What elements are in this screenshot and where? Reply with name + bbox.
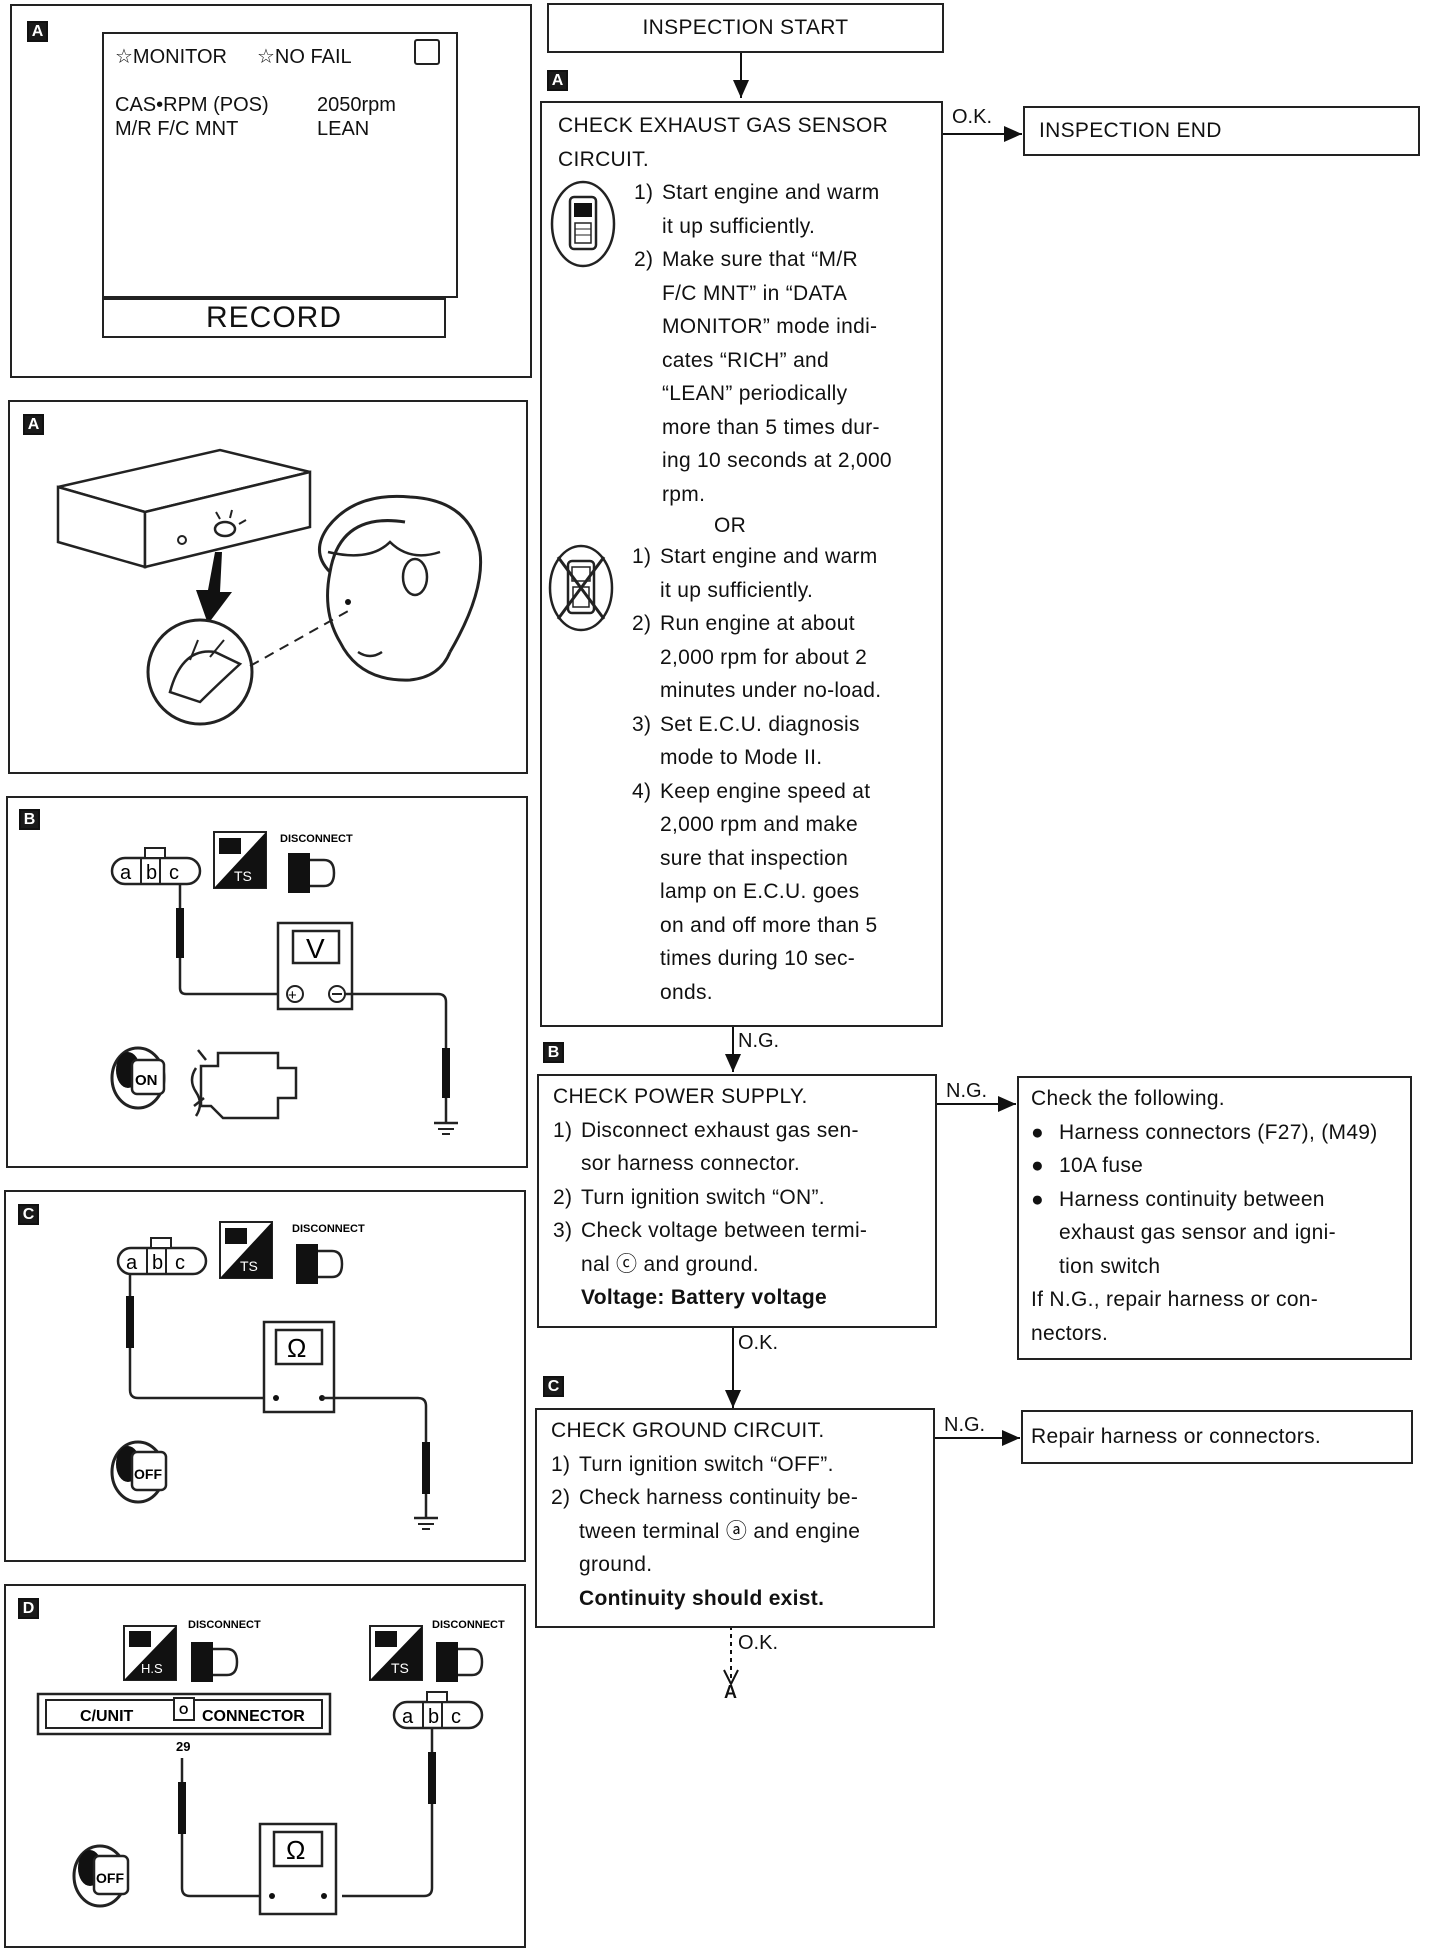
ecu-lamp-illustration [56, 448, 483, 726]
nofail-label: ☆NO FAIL [257, 46, 352, 68]
voltage-check-diagram: a b c TS DISCONNECT V + ON [110, 831, 458, 1135]
plus-terminal: + [288, 987, 297, 1004]
step-c-box: CHECK GROUND CIRCUIT. 1) Turn ignition s… [535, 1408, 935, 1628]
inspection-end-label: INSPECTION END [1039, 119, 1222, 143]
disconnect-label: DISCONNECT [292, 1223, 365, 1235]
panel-d-badge: D [18, 1598, 39, 1619]
ng-label-2: N.G. [946, 1080, 988, 1102]
cunit-label: C/UNIT [80, 1708, 134, 1725]
screen-checkbox[interactable] [414, 39, 440, 65]
hs-label: H.S [141, 1661, 163, 1676]
no-consult-icon [548, 544, 614, 632]
check-following-box: Check the following. ●Harness connectors… [1017, 1076, 1412, 1360]
step-b-box: CHECK POWER SUPPLY. 1) Disconnect exhaus… [537, 1074, 937, 1328]
ok-label-1: O.K. [952, 106, 993, 128]
meter-v: V [306, 933, 325, 964]
conn-c: c [169, 862, 179, 884]
disconnect-label-2: DISCONNECT [432, 1619, 505, 1631]
panel-d: D H.S DISCONNECT TS DISCONNECT C/UNIT O … [4, 1584, 526, 1948]
step-a-title-2: CIRCUIT. [558, 148, 650, 171]
step-c-2: 2) Check harness continuity be-tween ter… [551, 1486, 861, 1576]
repair-label: Repair harness or connectors. [1031, 1425, 1322, 1449]
consult-tool-icon [550, 180, 616, 268]
step-c-badge: C [543, 1376, 564, 1397]
conn-a: a [126, 1252, 138, 1274]
check-item-fuse: ●10A fuse [1031, 1154, 1144, 1177]
check-following-title: Check the following. [1031, 1087, 1225, 1110]
panel-c-badge: C [18, 1204, 39, 1225]
or-label: OR [714, 514, 747, 537]
row1-name: CAS•RPM (POS) [115, 94, 269, 116]
panel-a2-badge: A [23, 414, 44, 435]
continuity-check-diagram: a b c TS DISCONNECT Ω OFF [110, 1221, 438, 1530]
ok-label-2: O.K. [738, 1332, 779, 1354]
check-following-footer-1: If N.G., repair harness or con- [1031, 1288, 1319, 1311]
ts-label: TS [240, 1258, 258, 1274]
panel-c: C a b c TS DISCONNECT Ω OFF [4, 1190, 526, 1562]
disconnect-label-1: DISCONNECT [188, 1619, 261, 1631]
ts-label: TS [391, 1660, 409, 1676]
check-following-footer-2: nectors. [1031, 1321, 1109, 1345]
conn-c: c [451, 1706, 461, 1728]
panel-b-badge: B [19, 809, 40, 830]
connector-word: CONNECTOR [202, 1708, 305, 1725]
repair-box: Repair harness or connectors. [1021, 1410, 1413, 1464]
step-b-1: 1) Disconnect exhaust gas sen-sor harnes… [553, 1118, 859, 1176]
meter-ohm: Ω [287, 1333, 306, 1363]
consult-screen [102, 32, 458, 298]
row1-value: 2050rpm [317, 94, 396, 116]
panel-a-screen: A ☆MONITOR ☆NO FAIL CAS•RPM (POS) 2050rp… [10, 4, 532, 378]
check-item-connectors: ●Harness connectors (F27), (M49) [1031, 1120, 1378, 1144]
key-off-label: OFF [134, 1466, 162, 1482]
monitor-label: ☆MONITOR [115, 46, 228, 68]
key-off-label: OFF [96, 1870, 124, 1886]
panel-a-badge: A [27, 21, 48, 42]
panel-a-lamp: A [8, 400, 528, 774]
step-a-badge: A [547, 70, 568, 91]
pin-29: 29 [176, 1739, 190, 1754]
conn-b: b [146, 862, 157, 884]
inspection-start-label: INSPECTION START [642, 16, 849, 40]
meter-ohm: Ω [286, 1835, 305, 1865]
ng-label-3: N.G. [944, 1414, 986, 1436]
step-a-box: CHECK EXHAUST GAS SENSOR CIRCUIT. 1) Sta… [540, 101, 943, 1027]
conn-a: a [120, 862, 132, 884]
conn-b: b [428, 1706, 439, 1728]
ng-label-1: N.G. [738, 1030, 780, 1052]
step-c-title: CHECK GROUND CIRCUIT. [551, 1419, 825, 1442]
row2-value: LEAN [317, 118, 370, 140]
inspection-end-box: INSPECTION END [1023, 106, 1420, 156]
disconnect-label: DISCONNECT [280, 833, 353, 845]
step-a-title-1: CHECK EXHAUST GAS SENSOR [558, 114, 889, 137]
panel-b: B a b c TS DISCONNECT V + [6, 796, 528, 1168]
ts-label: TS [234, 868, 252, 884]
ground-continuity-diagram: H.S DISCONNECT TS DISCONNECT C/UNIT O CO… [36, 1619, 505, 1916]
conn-a: a [402, 1706, 414, 1728]
step-b-result: Voltage: Battery voltage [581, 1286, 828, 1309]
row2-name: M/R F/C MNT [115, 118, 239, 140]
conn-b: b [152, 1252, 163, 1274]
goto-a-label: A [724, 1682, 737, 1702]
step-c-1: 1) Turn ignition switch “OFF”. [551, 1452, 834, 1476]
step-b-3: 3) Check voltage between termi-nal ⓒ and… [553, 1219, 868, 1276]
key-on-label: ON [135, 1072, 158, 1089]
ok-label-3: O.K. [738, 1632, 779, 1654]
step-b-badge: B [543, 1042, 564, 1063]
conn-c: c [175, 1252, 185, 1274]
record-button[interactable]: RECORD [102, 298, 446, 338]
inspection-start-box: INSPECTION START [547, 3, 944, 53]
step-c-result: Continuity should exist. [579, 1586, 825, 1610]
step-b-title: CHECK POWER SUPPLY. [553, 1085, 808, 1108]
cunit-mark: O [179, 1703, 188, 1717]
step-b-2: 2) Turn ignition switch “ON”. [553, 1185, 825, 1209]
